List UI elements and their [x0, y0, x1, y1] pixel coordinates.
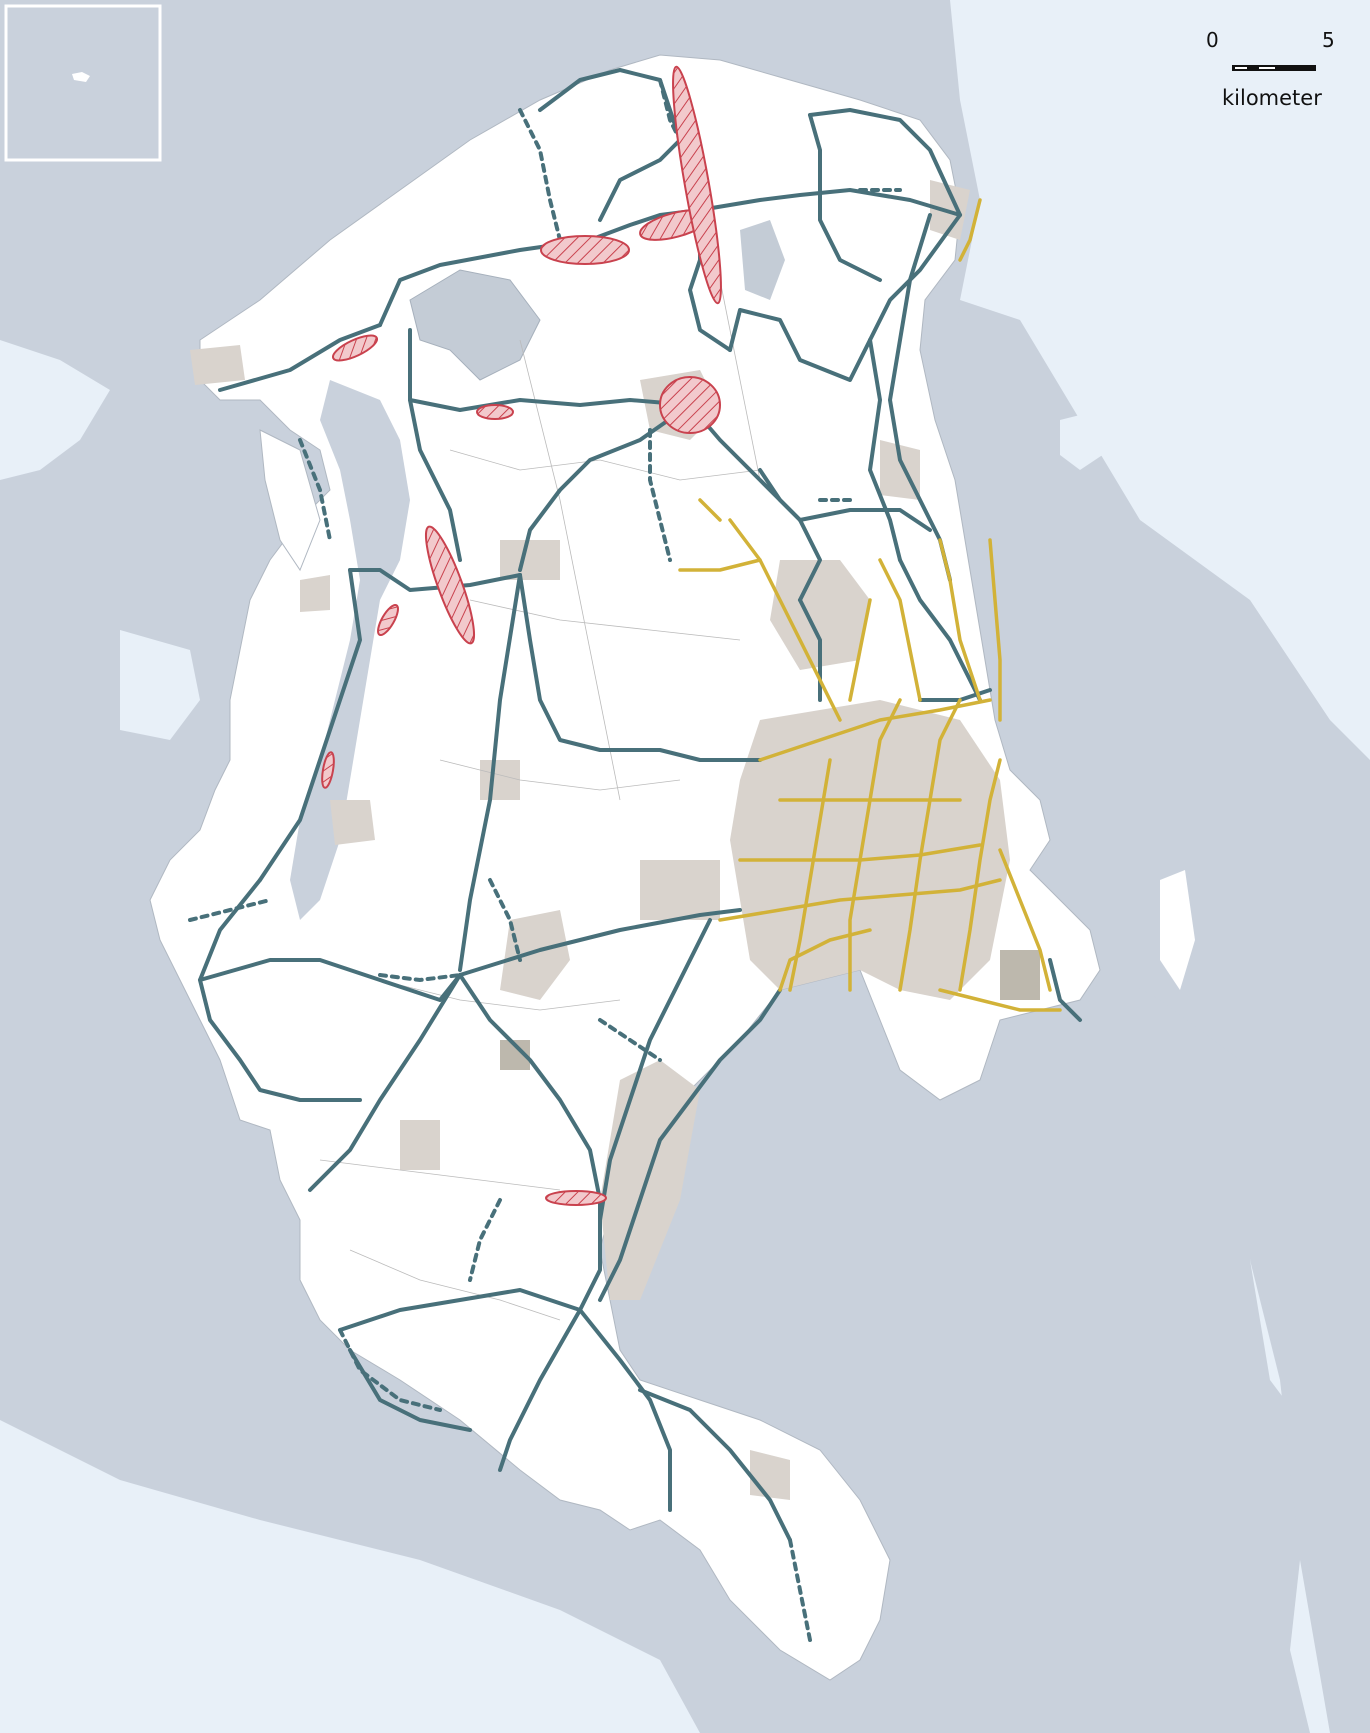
inset-map	[4, 4, 162, 162]
scale-bar-graphic	[1232, 65, 1316, 71]
island-west	[259, 429, 321, 572]
municipality-borders	[319, 179, 761, 1321]
planned-roads	[188, 78, 902, 1642]
scale-start-label: 0	[1206, 28, 1219, 52]
fjord	[290, 380, 410, 920]
lake-large	[409, 269, 541, 381]
inset-island	[72, 72, 90, 82]
scale-bar: 0 5 kilometer	[1198, 24, 1348, 114]
lake-north	[740, 220, 785, 300]
scale-end-label: 5	[1322, 28, 1335, 52]
sea-shapes	[950, 300, 1370, 1733]
scale-unit-label: kilometer	[1222, 86, 1322, 110]
proposed-corridors	[321, 65, 722, 1206]
road-network	[198, 68, 1082, 1542]
capital-road-network	[678, 198, 1062, 1012]
